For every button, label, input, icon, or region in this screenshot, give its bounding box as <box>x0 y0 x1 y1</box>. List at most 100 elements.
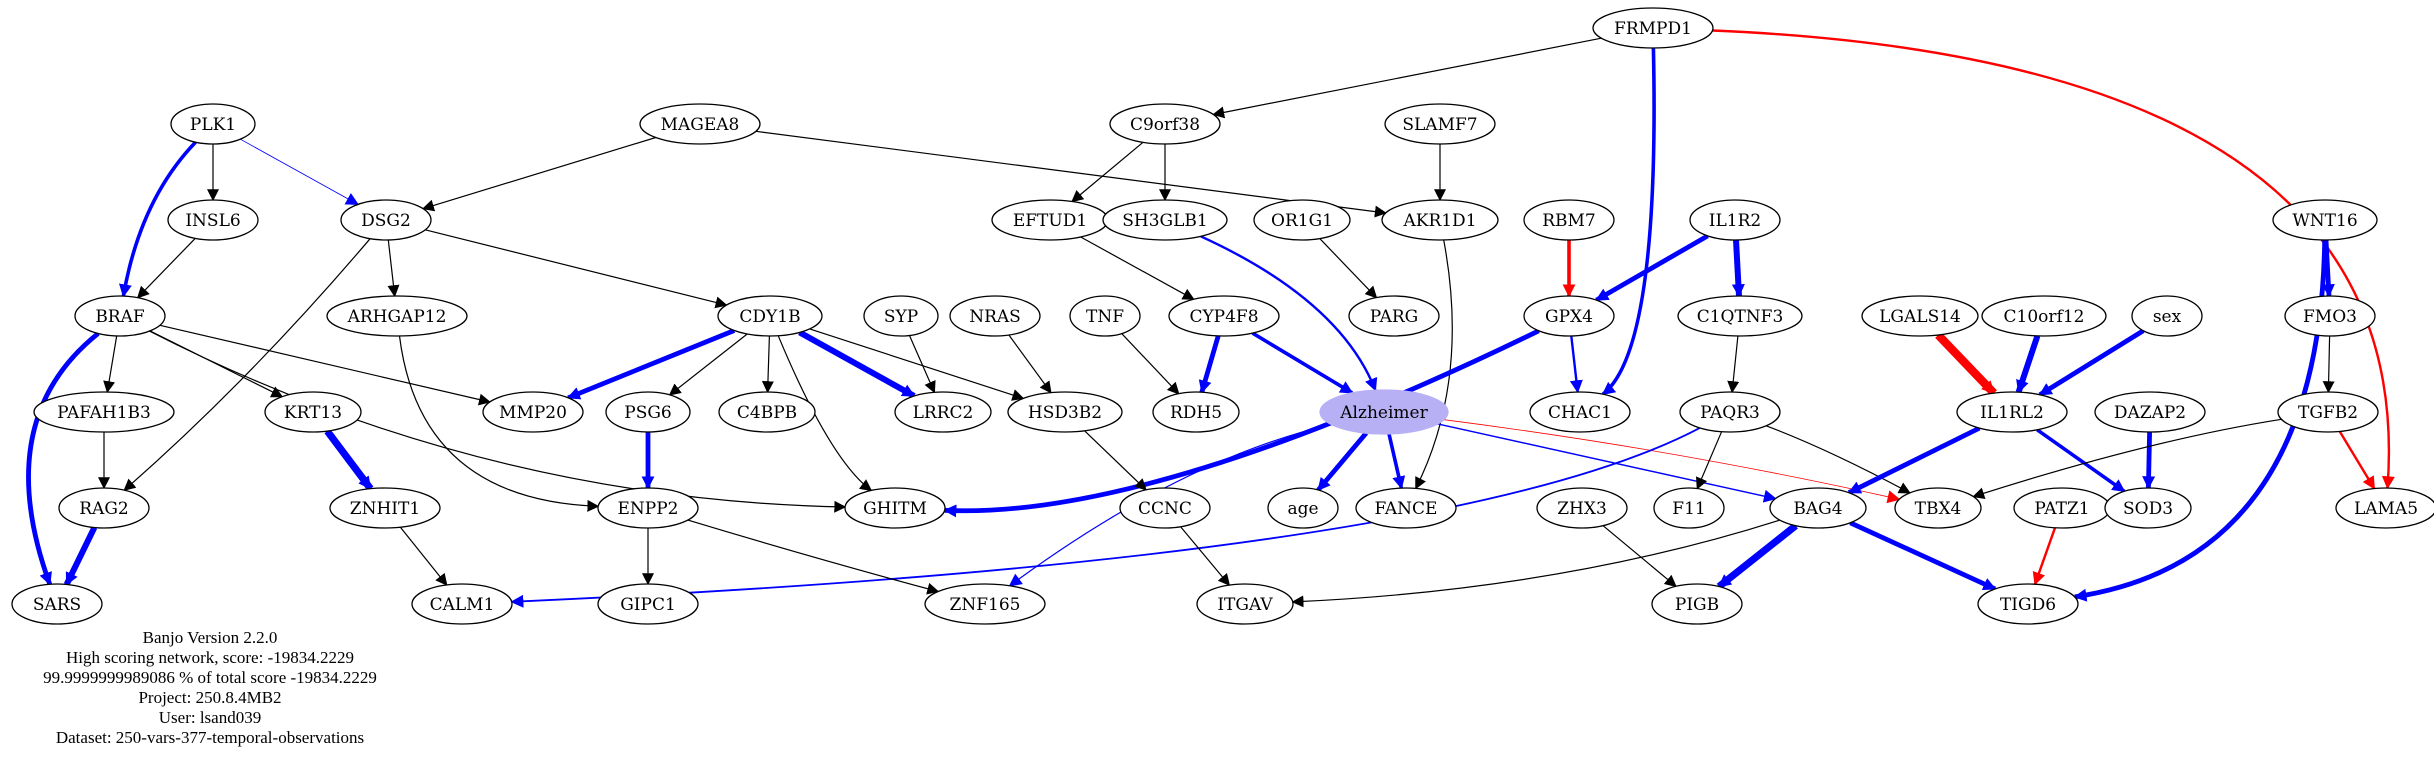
node-fance-ellipse <box>1355 487 1457 529</box>
node-akr1d1-ellipse <box>1381 199 1499 241</box>
node-calm1-label: CALM1 <box>430 595 495 615</box>
node-tnf-ellipse <box>1069 295 1141 337</box>
node-arhgap12: ARHGAP12 <box>326 295 468 337</box>
node-or1g1-label: OR1G1 <box>1271 211 1333 231</box>
edge-c1qtnf3-to-paqr3 <box>1727 335 1740 394</box>
node-znhit1-ellipse <box>329 487 441 529</box>
edge-cdy1b-to-ghitm <box>777 335 873 492</box>
caption-dataset: Dataset: 250-vars-377-temporal-observati… <box>55 728 365 747</box>
edge-enpp2-to-znf165 <box>687 519 940 595</box>
edge-il1rl2-to-sod3 <box>2036 428 2126 493</box>
edge-frmpd1-to-lama5 <box>1712 29 2395 490</box>
node-c1qtnf3: C1QTNF3 <box>1677 295 1803 337</box>
node-syp-ellipse <box>863 295 939 337</box>
caption-score: High scoring network, score: -19834.2229 <box>65 648 354 667</box>
node-bag4-label: BAG4 <box>1793 499 1842 519</box>
node-fmo3-label: FMO3 <box>2303 307 2357 327</box>
node-mmp20-label: MMP20 <box>499 403 567 423</box>
node-c10orf12: C10orf12 <box>1981 295 2107 337</box>
node-hsd3b2-label: HSD3B2 <box>1028 403 1102 423</box>
edge-tgfb2-to-lama5 <box>2338 430 2376 490</box>
node-plk1-label: PLK1 <box>190 115 236 135</box>
edge-bag4-to-pigb <box>1716 522 1798 590</box>
edge-znhit1-to-calm1 <box>399 526 448 586</box>
node-paqr3-label: PAQR3 <box>1700 403 1760 423</box>
node-c4bpb: C4BPB <box>718 391 816 433</box>
node-krt13-label: KRT13 <box>284 403 342 423</box>
node-chac1-label: CHAC1 <box>1548 403 1612 423</box>
node-itgav-label: ITGAV <box>1217 595 1273 615</box>
edge-sh3glb1-to-alzheimer <box>1200 235 1378 392</box>
node-sod3: SOD3 <box>2104 487 2192 529</box>
node-arhgap12-label: ARHGAP12 <box>347 307 447 327</box>
edge-frmpd1-to-chac1 <box>1601 47 1656 396</box>
node-gpx4-label: GPX4 <box>1545 307 1593 327</box>
node-parg: PARG <box>1348 295 1440 337</box>
node-f11-label: F11 <box>1672 499 1705 519</box>
edge-fmo3-to-tgfb2 <box>2322 335 2335 394</box>
node-rdh5-ellipse <box>1152 391 1240 433</box>
edge-braf-to-mmp20 <box>159 324 491 406</box>
node-alzheimer-label: Alzheimer <box>1339 403 1428 423</box>
node-or1g1: OR1G1 <box>1253 199 1351 241</box>
node-syp-label: SYP <box>884 307 918 327</box>
node-dazap2-label: DAZAP2 <box>2114 403 2186 423</box>
node-tbx4-ellipse <box>1894 487 1982 529</box>
edge-zhx3-to-pigb <box>1602 525 1677 588</box>
edge-insl6-to-braf <box>136 237 196 299</box>
node-pafah1b3: PAFAH1B3 <box>33 391 175 433</box>
node-il1rl2: IL1RL2 <box>1956 391 2068 433</box>
node-slamf7: SLAMF7 <box>1384 103 1496 145</box>
node-c10orf12-label: C10orf12 <box>2004 307 2085 327</box>
edge-syp-to-lrrc2 <box>908 335 936 394</box>
node-or1g1-ellipse <box>1253 199 1351 241</box>
edge-braf-to-ghitm <box>149 330 847 513</box>
edge-dsg2-to-cdy1b <box>425 229 728 309</box>
node-insl6-ellipse <box>167 199 259 241</box>
edge-braf-to-sars <box>26 331 100 586</box>
node-rdh5-label: RDH5 <box>1170 403 1222 423</box>
node-sars: SARS <box>11 583 103 625</box>
node-nras-ellipse <box>949 295 1041 337</box>
node-krt13-ellipse <box>264 391 362 433</box>
node-sh3glb1-label: SH3GLB1 <box>1122 211 1207 231</box>
node-psg6-label: PSG6 <box>624 403 671 423</box>
node-pigb: PIGB <box>1651 583 1743 625</box>
node-ghitm-label: GHITM <box>863 499 927 519</box>
node-tnf: TNF <box>1069 295 1141 337</box>
edge-cdy1b-to-mmp20 <box>566 328 736 401</box>
node-dsg2-label: DSG2 <box>361 211 411 231</box>
node-cdy1b: CDY1B <box>717 295 823 337</box>
edge-il1r2-to-gpx4 <box>1595 233 1709 303</box>
node-c4bpb-label: C4BPB <box>737 403 797 423</box>
node-frmpd1-ellipse <box>1592 7 1714 49</box>
node-rag2-label: RAG2 <box>79 499 128 519</box>
node-parg-ellipse <box>1348 295 1440 337</box>
edge-alzheimer-to-age <box>1316 431 1369 492</box>
node-cyp4f8-label: CYP4F8 <box>1189 307 1258 327</box>
caption-percent: 99.9999999989086 % of total score -19834… <box>43 668 377 687</box>
edge-cdy1b-to-lrrc2 <box>798 329 916 399</box>
node-age: age <box>1267 487 1339 529</box>
node-magea8-label: MAGEA8 <box>661 115 740 135</box>
node-eftud1-label: EFTUD1 <box>1013 211 1087 231</box>
node-znf165-ellipse <box>924 583 1046 625</box>
node-calm1-ellipse <box>411 583 513 625</box>
banjo-caption: Banjo Version 2.2.0 High scoring network… <box>0 628 420 748</box>
node-lgals14-label: LGALS14 <box>1879 307 1961 327</box>
edge-bag4-to-itgav <box>1291 519 1780 608</box>
node-ghitm: GHITM <box>844 487 946 529</box>
node-il1rl2-label: IL1RL2 <box>1980 403 2044 423</box>
node-il1r2-label: IL1R2 <box>1709 211 1761 231</box>
edge-alzheimer-to-bag4 <box>1437 423 1777 503</box>
node-itgav-ellipse <box>1196 583 1294 625</box>
node-wnt16-ellipse <box>2272 199 2378 241</box>
node-dazap2-ellipse <box>2094 391 2206 433</box>
node-nras-label: NRAS <box>969 307 1021 327</box>
node-rbm7-label: RBM7 <box>1542 211 1596 231</box>
caption-user: User: lsand039 <box>158 708 262 727</box>
node-plk1: PLK1 <box>170 103 256 145</box>
node-lgals14: LGALS14 <box>1861 295 1979 337</box>
